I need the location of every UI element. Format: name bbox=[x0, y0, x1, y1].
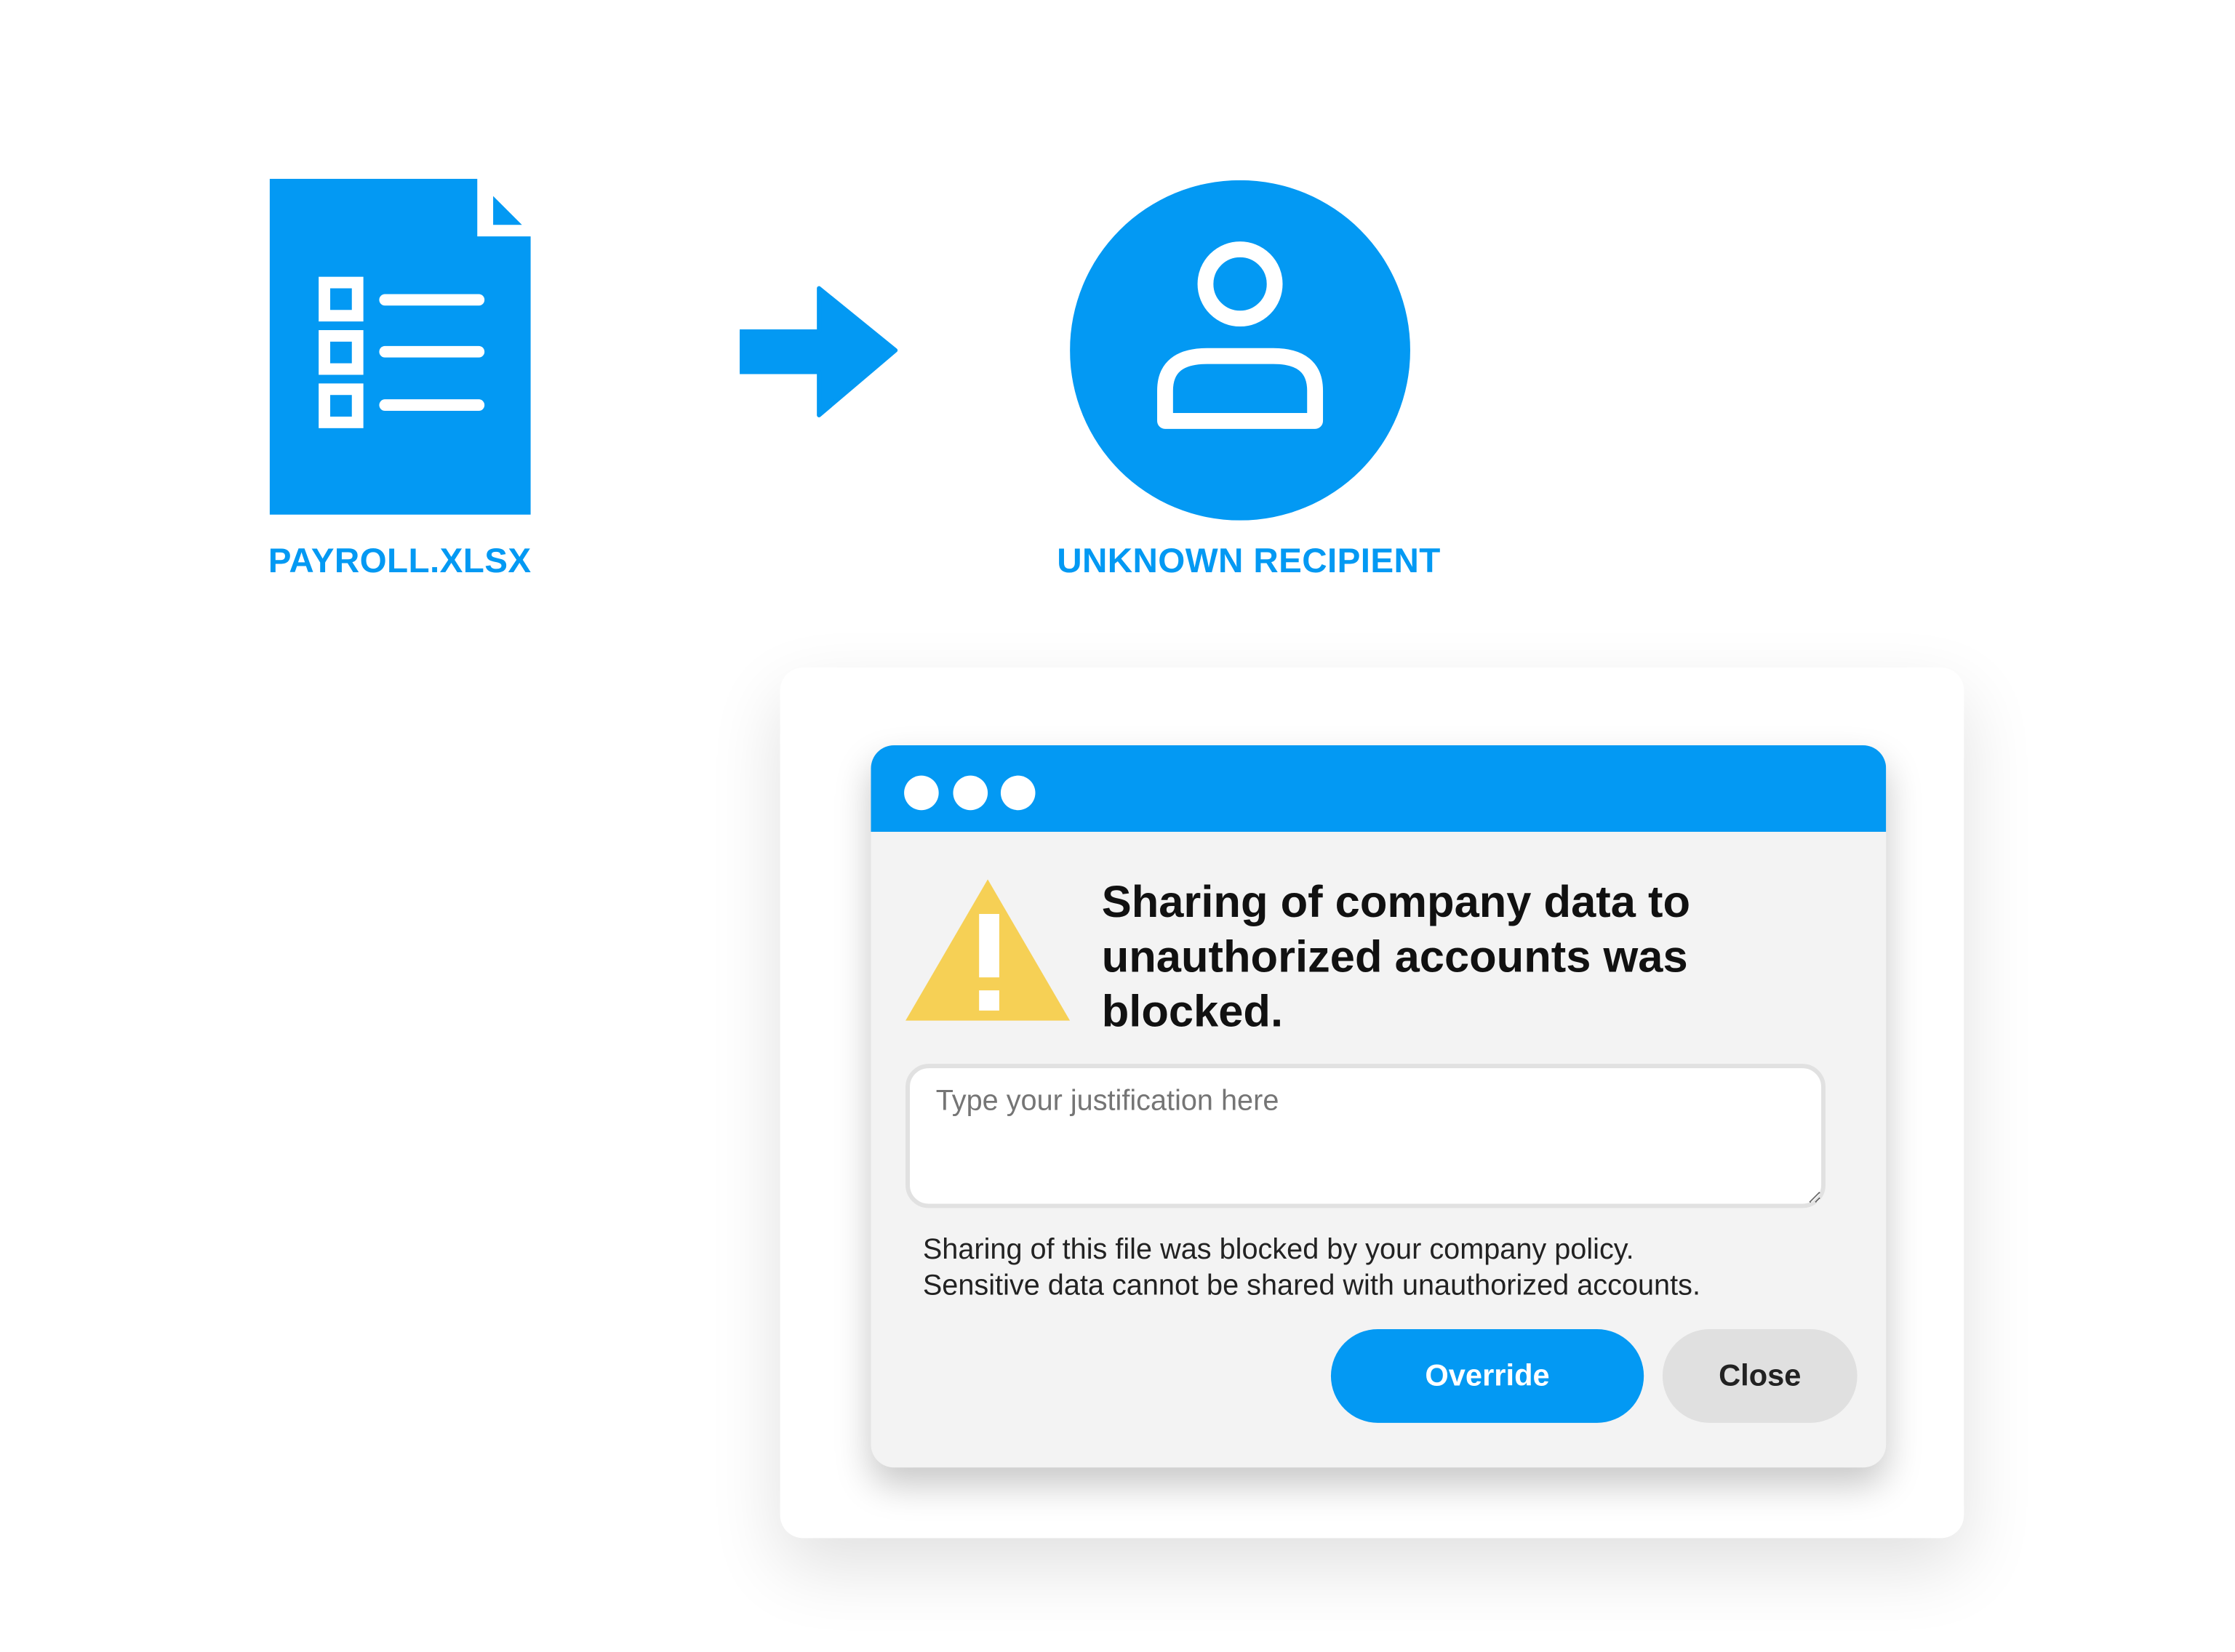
description-line: Sharing of this file was blocked by your… bbox=[922, 1234, 1634, 1266]
window-control-dot[interactable] bbox=[904, 775, 939, 811]
dlp-alert-dialog: Sharing of company data to unauthorized … bbox=[871, 745, 1887, 1468]
arrow-right-icon bbox=[740, 286, 898, 417]
override-button[interactable]: Override bbox=[1330, 1328, 1644, 1423]
alert-title: Sharing of company data to unauthorized … bbox=[1101, 876, 1691, 1037]
user-icon bbox=[1070, 180, 1410, 521]
close-button[interactable]: Close bbox=[1662, 1328, 1858, 1423]
warning-triangle-icon bbox=[905, 879, 1071, 1021]
dialog-titlebar bbox=[871, 745, 1887, 832]
file-name-label: PAYROLL.XLSX bbox=[268, 542, 532, 581]
justification-input[interactable] bbox=[905, 1064, 1826, 1208]
description-line: Sensitive data cannot be shared with una… bbox=[922, 1270, 1700, 1302]
speech-bubble-tail bbox=[778, 548, 851, 685]
window-control-dot[interactable] bbox=[953, 775, 988, 811]
window-control-dot[interactable] bbox=[1000, 775, 1036, 811]
recipient-label: UNKNOWN RECIPIENT bbox=[1057, 542, 1441, 581]
spreadsheet-document-icon bbox=[269, 178, 531, 515]
policy-description: Sharing of this file was blocked by your… bbox=[923, 1232, 1700, 1304]
